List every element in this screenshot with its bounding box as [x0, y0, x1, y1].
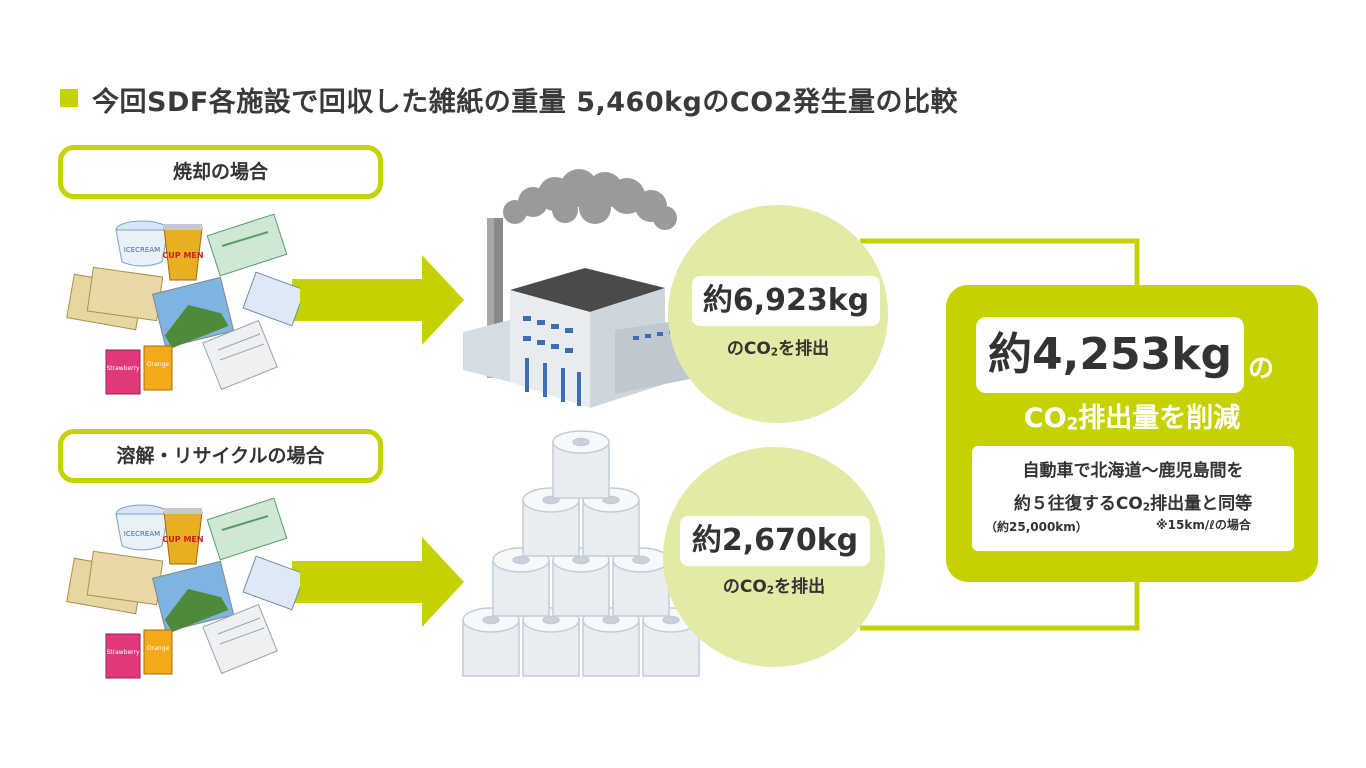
arrow-recycling-icon — [292, 537, 464, 627]
juice-orange-label: Orange — [147, 645, 169, 652]
ice-cream-label: ICECREAM — [124, 530, 160, 538]
juice-orange-label: Orange — [147, 361, 169, 368]
car-equivalence-box — [972, 446, 1294, 551]
incineration-emission: のCO2を排出 — [726, 339, 830, 359]
reduction-amount: 約4,253kg — [976, 317, 1244, 393]
cup-noodle-label: CUP MEN — [162, 251, 203, 260]
cup-noodle-label: CUP MEN — [162, 535, 203, 544]
ice-cream-label: ICECREAM — [124, 246, 160, 254]
reduction-particle: の — [1248, 354, 1275, 384]
recycling-amount: 約2,670kg — [680, 516, 870, 566]
car-equivalence-line1: 自動車で北海道〜鹿児島間を — [1022, 461, 1244, 481]
incineration-amount: 約6,923kg — [692, 276, 880, 326]
car-condition-note: ※15km/ℓの場合 — [1156, 518, 1251, 532]
recycling-label: 溶解・リサイクルの場合 — [58, 429, 383, 483]
factory-icon — [463, 169, 695, 408]
juice-strawberry-label: Strawberry — [106, 365, 140, 372]
car-distance-note: （約25,000km） — [985, 520, 1088, 534]
title-marker — [60, 89, 78, 107]
toilet-paper-pyramid-icon — [462, 430, 700, 677]
reduction-label: CO2排出量を削減 — [1023, 403, 1241, 434]
incineration-label: 焼却の場合 — [58, 145, 383, 199]
page-title: 今回SDF各施設で回収した雑紙の重量 5,460kgのCO2発生量の比較 — [92, 87, 958, 118]
waste-paper-illustration-2-icon: ICECREAM CUP MEN Strawberry Orange — [66, 497, 300, 679]
waste-paper-illustration-icon: ICECREAM CUP MEN Strawberry Orange — [66, 213, 300, 395]
car-equivalence-line2: 約５往復するCO2排出量と同等 — [1013, 494, 1253, 514]
juice-strawberry-label: Strawberry — [106, 649, 140, 656]
arrow-incineration-icon — [292, 255, 464, 345]
recycling-emission: のCO2を排出 — [722, 577, 826, 597]
